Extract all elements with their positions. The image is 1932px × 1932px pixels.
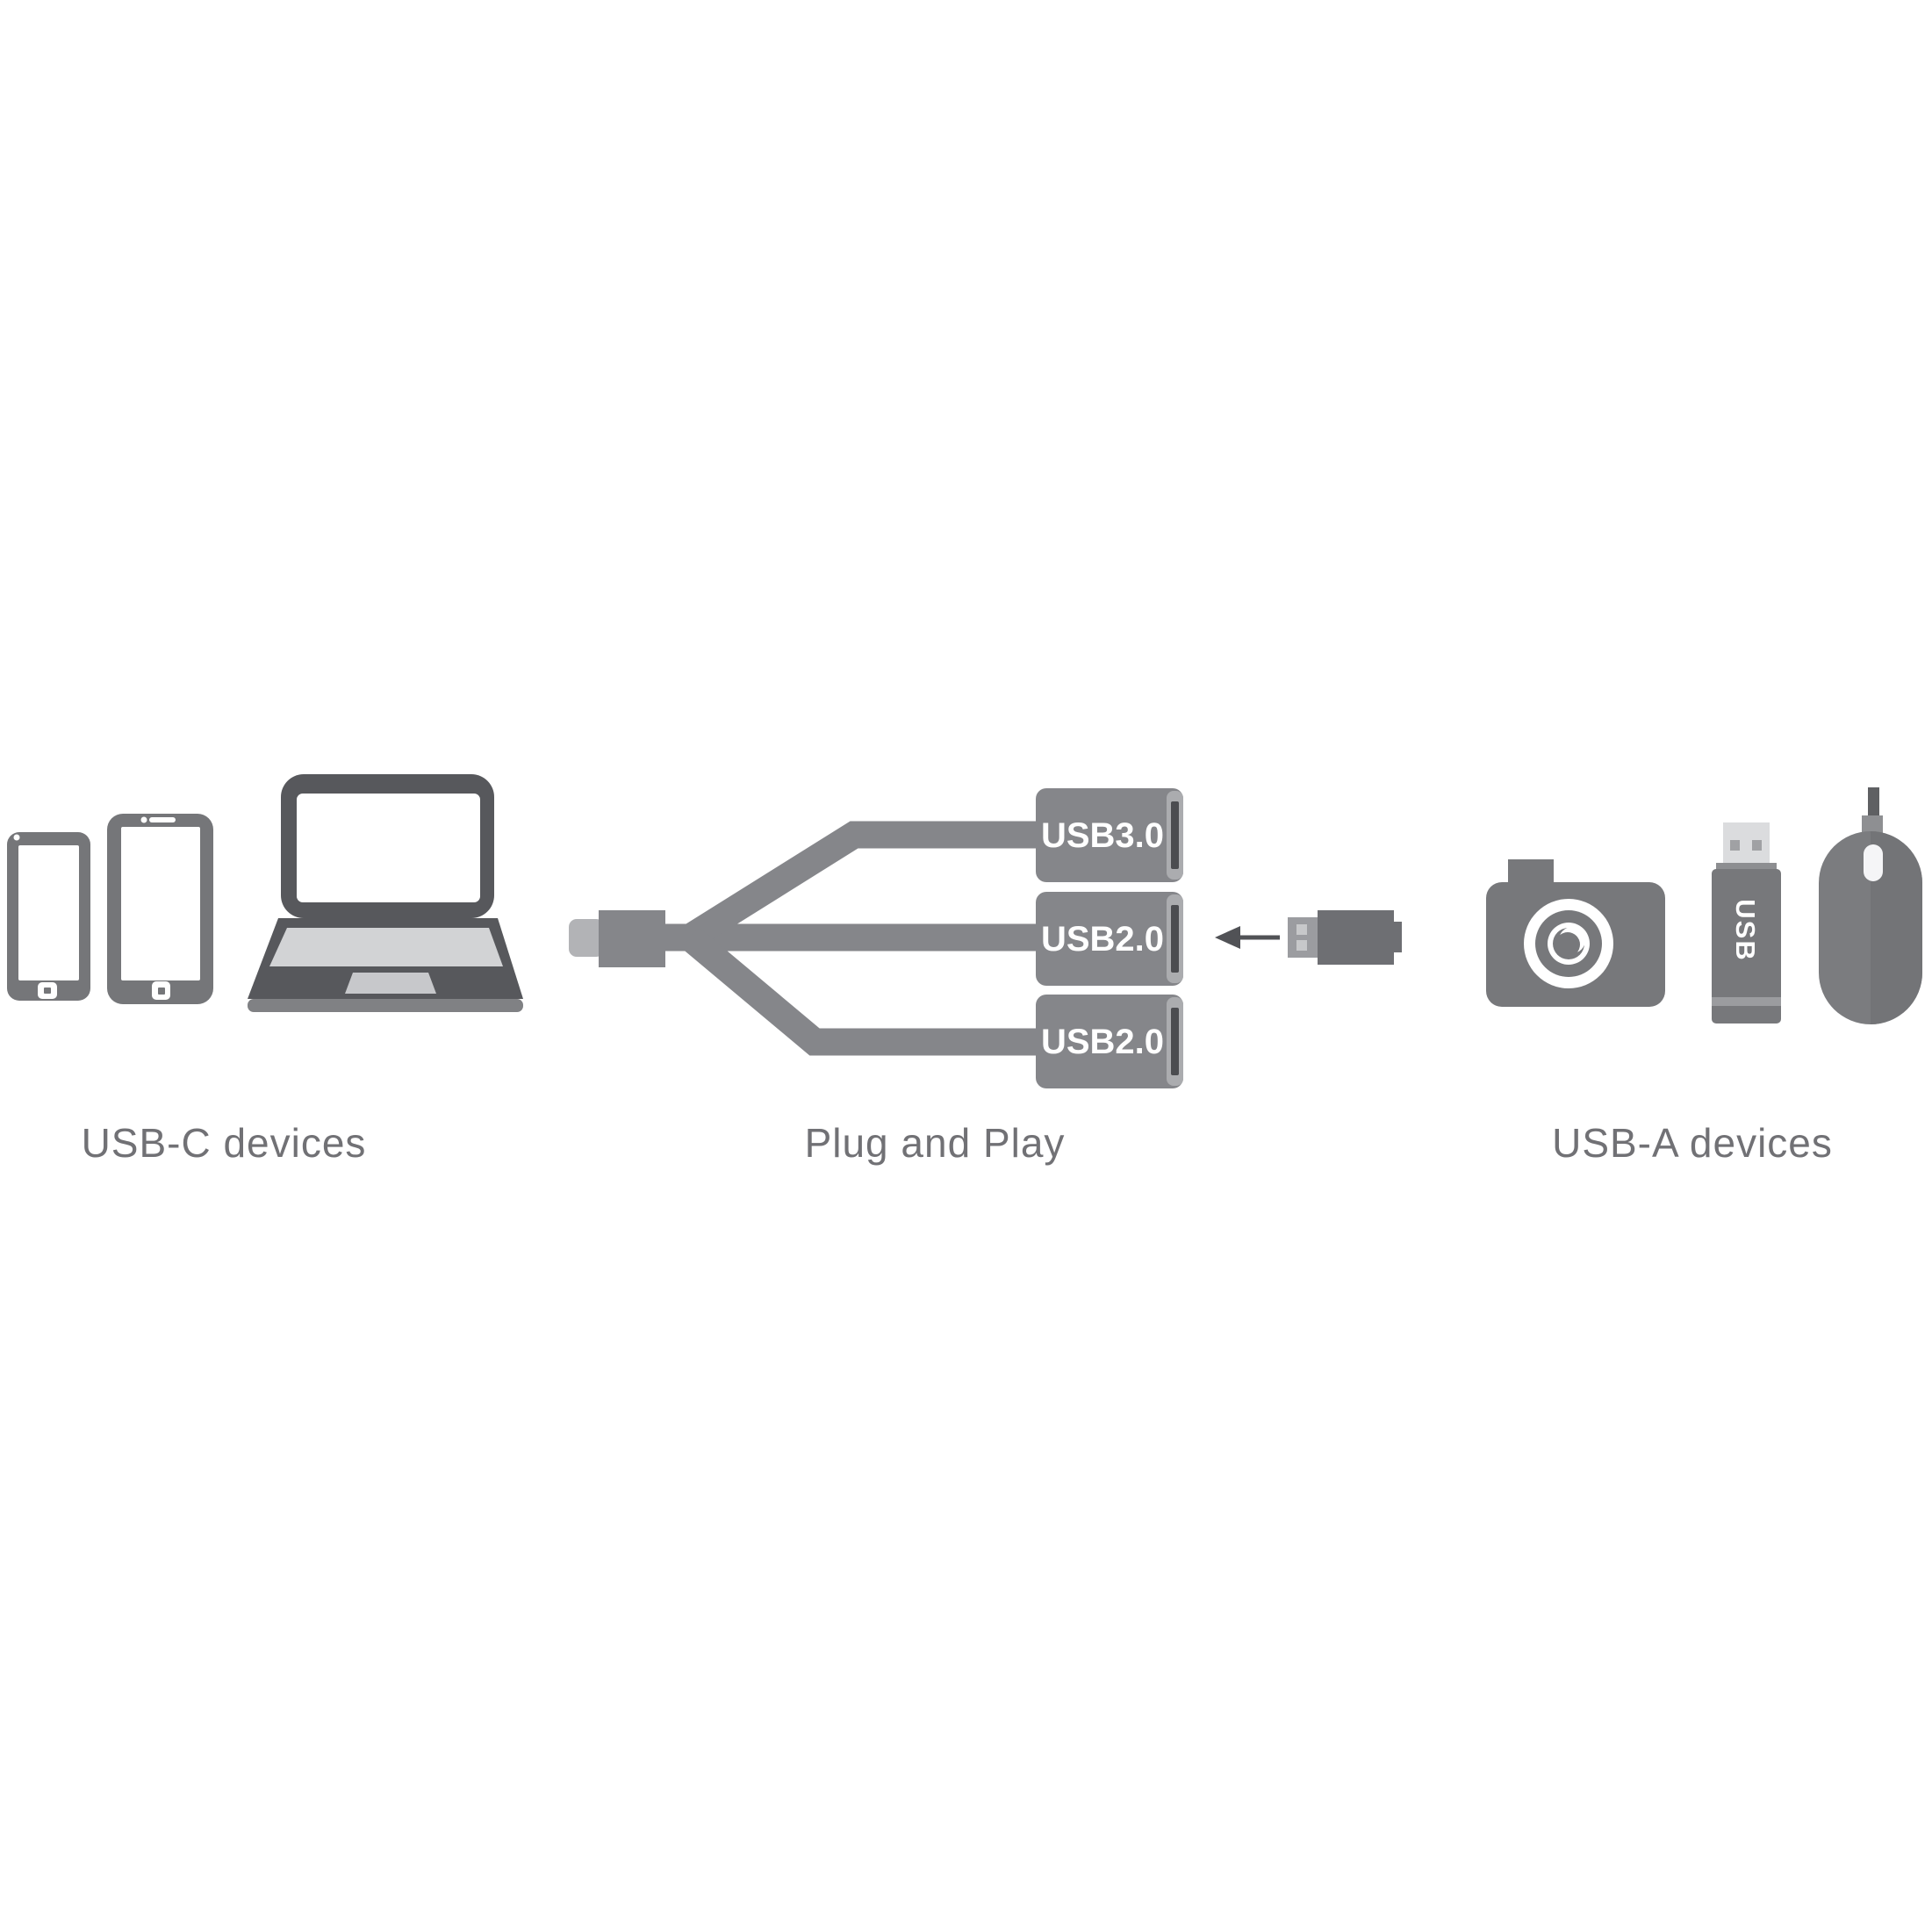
port-slot (1171, 801, 1179, 869)
port-label-usb3: USB3.0 (1041, 816, 1164, 855)
usb-a-plug-contact (1296, 924, 1307, 935)
flash-drive-band (1712, 997, 1781, 1006)
smartphone-small-icon (7, 832, 90, 1001)
laptop-icon (248, 774, 523, 1012)
usb-port-usb2-middle: USB2.0 (1036, 892, 1183, 986)
laptop-touchpad (345, 973, 436, 994)
flash-drive-body (1712, 869, 1781, 1023)
laptop-screen (297, 794, 480, 902)
cable-branch-bottom (681, 927, 1041, 1056)
usb-a-plug-icon (1288, 910, 1402, 965)
camera-icon (1486, 859, 1665, 1007)
flash-drive-label: USB (1730, 899, 1761, 961)
flash-drive-contact (1752, 840, 1762, 851)
flash-drive-neck (1716, 863, 1777, 871)
cable-branches (664, 821, 1041, 1056)
usb-c-devices-group (7, 774, 523, 1012)
splitter-cable-group: USB3.0 USB2.0 USB2.0 (569, 788, 1402, 1088)
usb-a-devices-group: USB (1486, 787, 1922, 1024)
usb-c-plug-tip (569, 919, 604, 957)
usb-port-usb2-bottom: USB2.0 (1036, 995, 1183, 1088)
mouse-cord-connector (1862, 815, 1883, 833)
phone-speaker-bar (149, 817, 176, 822)
usb-a-plug-body (1318, 910, 1394, 965)
caption-usb-a-devices: USB-A devices (1552, 1120, 1833, 1166)
port-slot (1171, 1008, 1179, 1075)
caption-plug-and-play: Plug and Play (805, 1120, 1066, 1166)
mouse-cord (1868, 787, 1879, 822)
laptop-keyboard (269, 928, 503, 966)
arrow-left-icon (1215, 926, 1280, 949)
caption-usb-c-devices: USB-C devices (82, 1120, 367, 1166)
usb-c-plug-icon (569, 910, 665, 967)
usb-a-plug-metal (1288, 917, 1319, 958)
usb-a-plug-contact (1296, 940, 1307, 951)
mouse-icon (1819, 787, 1922, 1024)
port-slot (1171, 905, 1179, 973)
usb-a-plug-tab (1394, 922, 1402, 952)
mouse-scroll-wheel (1864, 844, 1883, 881)
laptop-bottom-edge (248, 999, 523, 1012)
usb-c-plug-body (599, 910, 665, 967)
mouse-body-shade (1871, 831, 1922, 1024)
usb-port-usb3: USB3.0 (1036, 788, 1183, 882)
phone-camera-dot (140, 816, 147, 823)
phone-camera-dot (13, 834, 20, 841)
flash-drive-contact (1730, 840, 1740, 851)
flash-drive-icon: USB (1712, 822, 1781, 1023)
port-label-usb2-bottom: USB2.0 (1041, 1023, 1164, 1061)
cable-branch-top (682, 821, 1041, 950)
flash-drive-metal (1723, 822, 1770, 865)
port-label-usb2-middle: USB2.0 (1041, 920, 1164, 959)
smartphone-large-icon (107, 814, 213, 1004)
